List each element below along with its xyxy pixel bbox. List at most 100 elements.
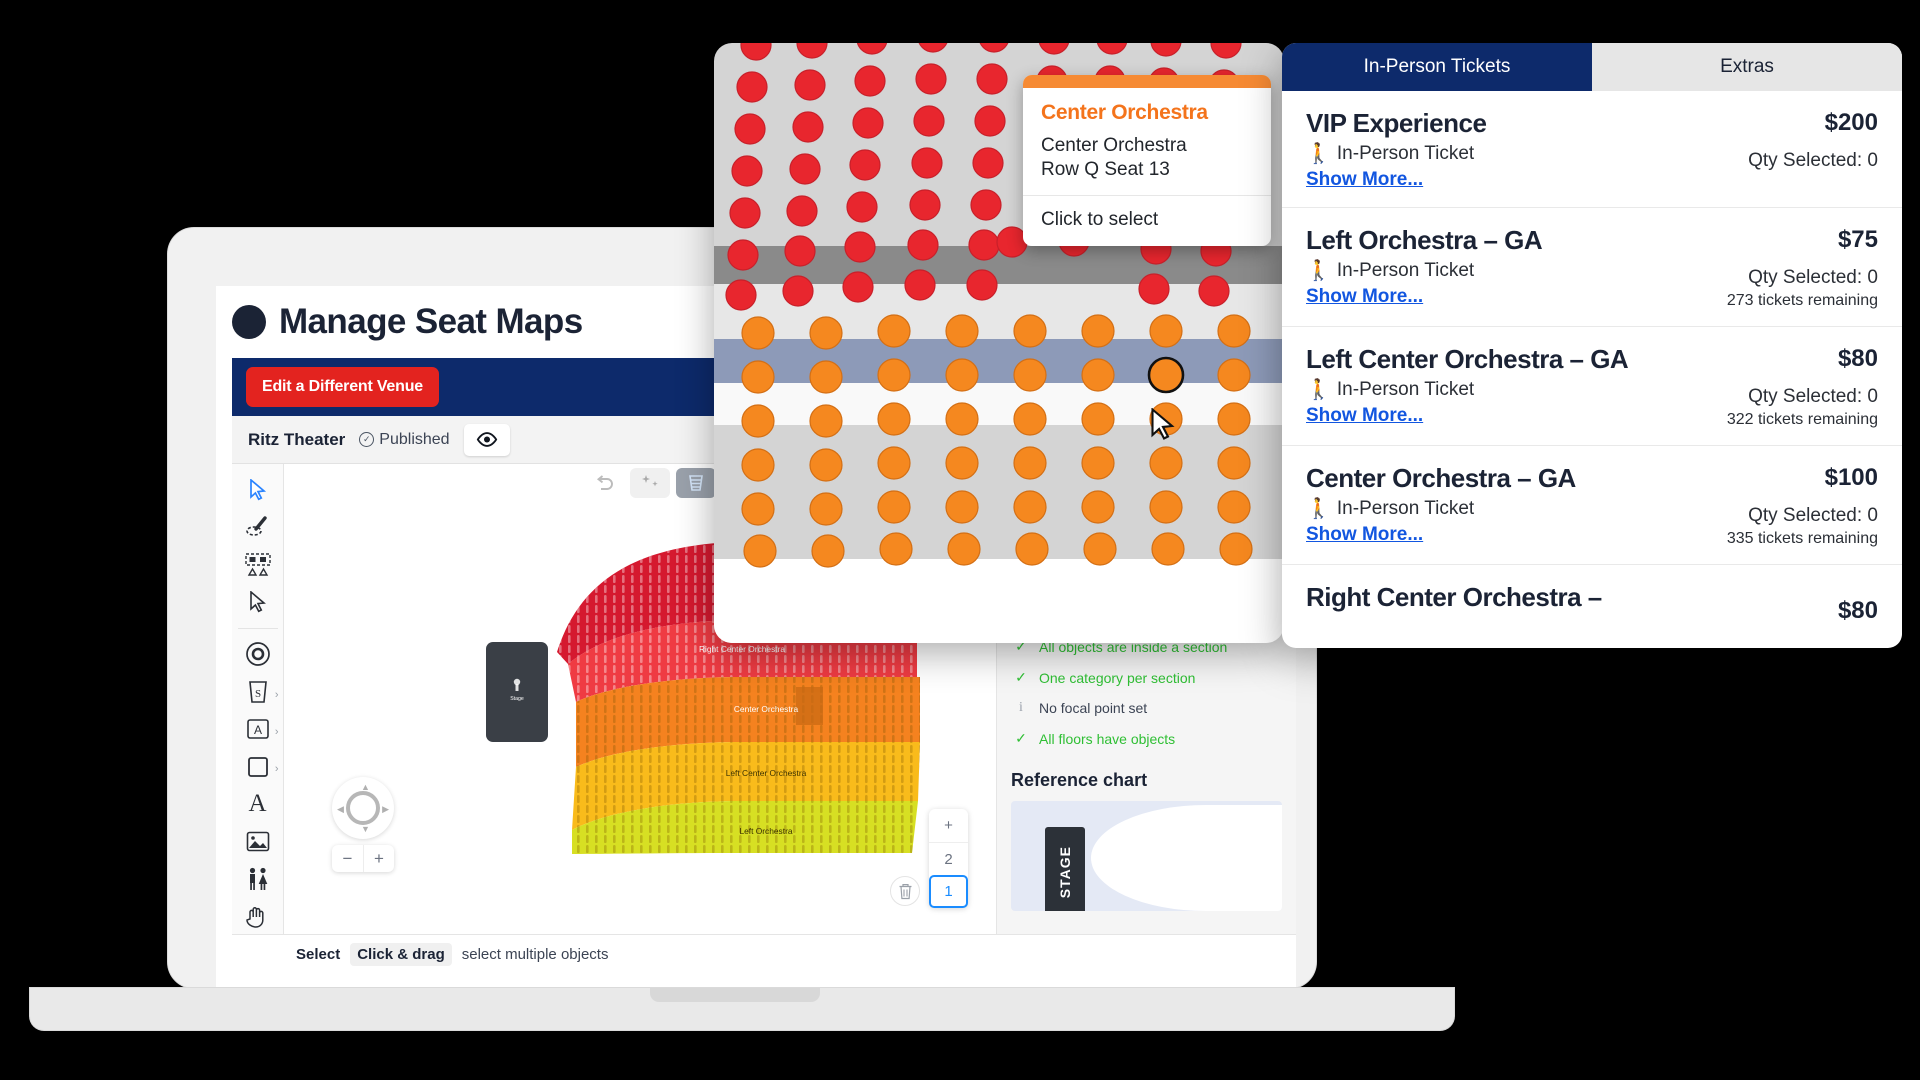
ticket-remaining: 335 tickets remaining	[1726, 530, 1878, 548]
ticket-price: $80	[1837, 345, 1878, 373]
chevron-right-icon: ›	[274, 763, 279, 776]
ticket-row[interactable]: Center Orchestra – GA 🚶 In-Person Ticket…	[1282, 446, 1902, 566]
shape-tool[interactable]: ›	[238, 749, 279, 784]
trash-icon	[899, 883, 911, 899]
section-label: Center Orchestra	[734, 704, 799, 714]
ticket-type: 🚶 In-Person Ticket	[1306, 379, 1628, 401]
ticket-qty-selected: Qty Selected: 0	[1748, 505, 1878, 527]
ticket-type-label: In-Person Ticket	[1336, 143, 1475, 165]
ticket-type-label: In-Person Ticket	[1336, 260, 1475, 282]
show-more-link[interactable]: Show More...	[1306, 286, 1424, 308]
edit-different-venue-button[interactable]: Edit a Different Venue	[246, 367, 439, 407]
magic-wand-tool[interactable]	[238, 509, 278, 544]
hovered-seat	[1147, 356, 1185, 394]
ticket-pricing: $80 Qty Selected: 0 322 tickets remainin…	[1727, 345, 1878, 429]
pan-up-arrow-icon[interactable]: ▲	[361, 782, 370, 792]
ticket-info: Left Orchestra – GA 🚶 In-Person Ticket S…	[1306, 225, 1543, 310]
eye-icon	[476, 432, 497, 447]
lower-band	[714, 425, 1284, 559]
ticket-name: Left Center Orchestra – GA	[1306, 344, 1629, 375]
row-label-tool[interactable]: A ›	[238, 712, 279, 747]
pan-right-arrow-icon[interactable]: ▶	[382, 804, 389, 814]
image-tool[interactable]	[238, 824, 278, 859]
seat-detail-zoom-card[interactable]: Center Orchestra Center Orchestra Row Q …	[714, 43, 1284, 643]
ticket-list: VIP Experience 🚶 In-Person Ticket Show M…	[1282, 91, 1902, 641]
stage-block	[486, 642, 548, 742]
checklist-item: i No focal point set	[1011, 693, 1282, 723]
image-icon	[246, 831, 269, 852]
seat-tool[interactable]	[238, 637, 278, 672]
square-icon	[247, 756, 268, 777]
reference-chart-title: Reference chart	[1011, 770, 1148, 790]
show-more-link[interactable]: Show More...	[1306, 405, 1424, 427]
people-icon	[249, 867, 267, 890]
zoom-in-button[interactable]: +	[363, 845, 394, 872]
orange-seat-dots	[741, 314, 1253, 568]
ticket-selection-panel[interactable]: In-Person Tickets Extras VIP Experience …	[1282, 43, 1902, 648]
ticket-row[interactable]: Right Center Orchestra – $80	[1282, 565, 1902, 641]
box-a-icon: A	[246, 719, 269, 740]
ticket-row[interactable]: VIP Experience 🚶 In-Person Ticket Show M…	[1282, 91, 1902, 209]
undo-button[interactable]	[584, 468, 624, 498]
seatmap-editor: S › A › ›	[232, 464, 1296, 934]
page-title: Manage Seat Maps	[279, 302, 583, 341]
undo-icon	[596, 475, 613, 490]
ticket-row[interactable]: Left Center Orchestra – GA 🚶 In-Person T…	[1282, 327, 1902, 447]
checklist-item-label: No focal point set	[1039, 700, 1148, 716]
delete-floor-button[interactable]	[890, 876, 920, 906]
letter-a-icon: A	[248, 790, 267, 818]
tooltip-divider	[1023, 195, 1271, 196]
ticket-pricing: $200 Qty Selected: 0	[1748, 109, 1878, 191]
add-floor-button[interactable]: +	[944, 817, 953, 834]
section-tool[interactable]: S ›	[238, 674, 279, 709]
ticket-remaining: 322 tickets remaining	[1726, 411, 1878, 429]
tooltip-action: Click to select	[1041, 209, 1159, 230]
preview-eye-button[interactable]	[463, 423, 510, 456]
ticket-name: Center Orchestra – GA	[1306, 463, 1576, 494]
svg-text:S: S	[254, 688, 260, 700]
tab-extras[interactable]: Extras	[1592, 43, 1902, 91]
section-s-icon: S	[248, 681, 267, 703]
pan-zoom-controls: ▲ ▼ ◀ ▶ − +	[332, 777, 394, 872]
floor-1-button[interactable]: 1	[929, 875, 968, 908]
walking-person-icon: 🚶	[1306, 260, 1331, 283]
status-mode: Select	[296, 946, 341, 963]
ticket-qty-selected: Qty Selected: 0	[1748, 386, 1878, 408]
tooltip-row-seat: Row Q Seat 13	[1041, 159, 1170, 180]
walking-person-icon: 🚶	[1306, 143, 1331, 166]
reference-chart[interactable]: STAGE	[1011, 801, 1282, 911]
pan-tool[interactable]	[238, 899, 278, 934]
walking-person-icon: 🚶	[1306, 379, 1331, 402]
select-cursor-tool[interactable]	[238, 472, 278, 507]
pan-dial[interactable]: ▲ ▼ ◀ ▶	[332, 777, 394, 839]
text-tool[interactable]: A	[238, 786, 278, 821]
section-label: Left Center Orchestra	[726, 768, 807, 778]
hand-icon	[246, 906, 264, 928]
ticket-name: Right Center Orchestra –	[1306, 582, 1602, 613]
floor-2-button[interactable]: 2	[929, 842, 968, 875]
reference-stage-label: STAGE	[1057, 845, 1073, 899]
multiselect-icon	[244, 552, 271, 576]
zoom-controls: − +	[332, 845, 394, 872]
show-more-link[interactable]: Show More...	[1306, 524, 1424, 546]
zoom-out-button[interactable]: −	[342, 848, 353, 868]
tooltip-header: Center Orchestra	[1041, 101, 1208, 124]
ticket-qty-selected: Qty Selected: 0	[1748, 150, 1878, 171]
select-objects-tool[interactable]	[238, 547, 278, 582]
section-label: Left Orchestra	[739, 826, 792, 836]
stage-button[interactable]	[676, 468, 716, 498]
svg-text:Stage: Stage	[510, 696, 524, 702]
tab-in-person-tickets[interactable]: In-Person Tickets	[1282, 43, 1592, 91]
magic-select-button[interactable]	[630, 468, 670, 498]
tooltip-accent-bar	[1023, 75, 1271, 88]
show-more-link[interactable]: Show More...	[1306, 169, 1424, 191]
pan-left-arrow-icon[interactable]: ◀	[337, 804, 344, 814]
restroom-tool[interactable]	[238, 861, 278, 896]
pointer-tool[interactable]	[238, 584, 278, 619]
toolbar-divider	[237, 627, 278, 629]
ticket-row[interactable]: Left Orchestra – GA 🚶 In-Person Ticket S…	[1282, 208, 1902, 328]
pan-down-arrow-icon[interactable]: ▼	[361, 824, 370, 834]
ticket-info: Left Center Orchestra – GA 🚶 In-Person T…	[1306, 344, 1629, 429]
white-band	[714, 559, 1284, 643]
status-badge: ✓ Published	[359, 431, 450, 449]
